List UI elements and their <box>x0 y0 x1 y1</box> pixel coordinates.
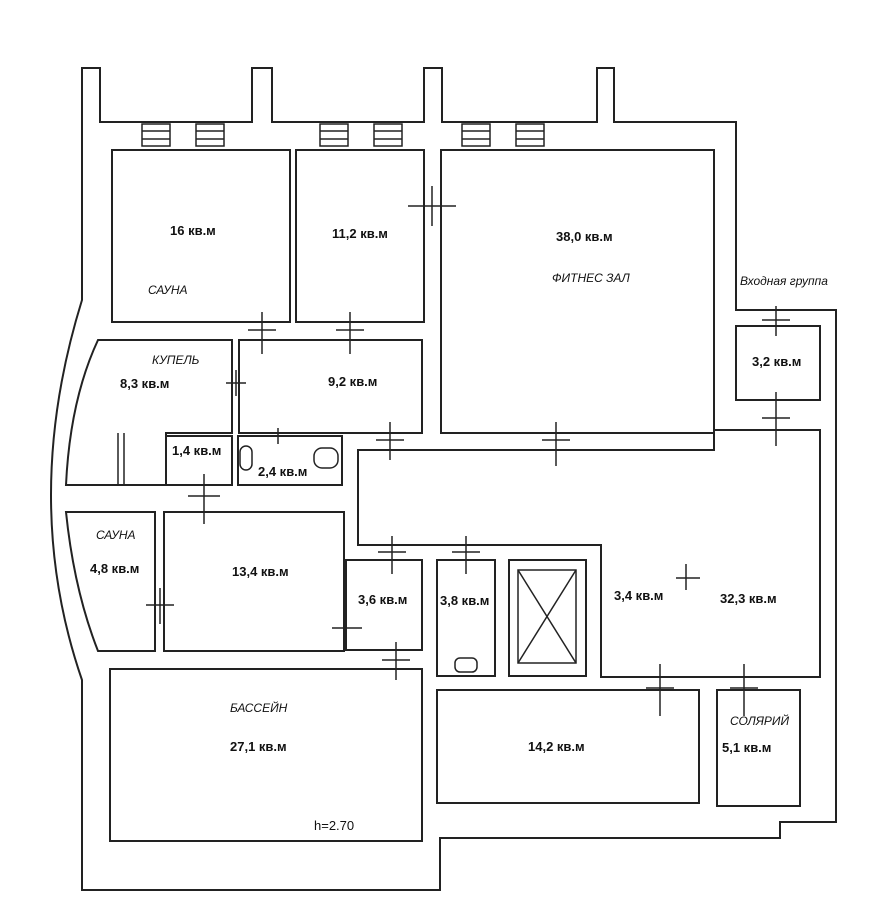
room-3-6 <box>345 559 423 651</box>
area-label: 3,2 кв.м <box>752 354 801 369</box>
area-label: 1,4 кв.м <box>172 443 221 458</box>
area-label: 9,2 кв.м <box>328 374 377 389</box>
room-13-4 <box>163 511 345 652</box>
room-entrance <box>735 325 821 401</box>
area-label: 11,2 кв.м <box>332 226 388 241</box>
room-names: САУНА ФИТНЕС ЗАЛ Входная группа КУПЕЛЬ С… <box>96 271 828 728</box>
area-label: 16 кв.м <box>170 223 216 238</box>
room-3-8 <box>436 559 496 677</box>
room-sauna-4-8 <box>64 511 156 652</box>
ceiling-height-note: h=2.70 <box>314 818 354 833</box>
rooms <box>64 149 821 842</box>
area-label: 3,6 кв.м <box>358 592 407 607</box>
area-label: 14,2 кв.м <box>528 739 585 754</box>
area-label: 2,4 кв.м <box>258 464 307 479</box>
room-name: Входная группа <box>740 274 828 288</box>
area-label: 13,4 кв.м <box>232 564 289 579</box>
area-label: 3,4 кв.м <box>614 588 663 603</box>
room-name: СОЛЯРИЙ <box>730 712 789 728</box>
area-label: 27,1 кв.м <box>230 739 287 754</box>
room-sauna-16 <box>111 149 291 323</box>
room-9-2 <box>238 339 423 434</box>
windows <box>141 123 545 147</box>
room-solarium <box>716 689 801 807</box>
area-label: 32,3 кв.м <box>720 591 777 606</box>
room-2-4 <box>237 435 343 486</box>
room-name: БАССЕЙН <box>230 699 288 715</box>
room-name: КУПЕЛЬ <box>152 353 200 367</box>
area-label: 3,8 кв.м <box>440 593 489 608</box>
area-label: 8,3 кв.м <box>120 376 169 391</box>
room-14-2 <box>436 689 700 804</box>
room-name: САУНА <box>148 283 188 297</box>
room-name: САУНА <box>96 528 136 542</box>
room-fitness <box>440 149 715 434</box>
room-32-3 <box>357 429 821 678</box>
room-name: ФИТНЕС ЗАЛ <box>552 271 630 285</box>
room-1-4 <box>165 435 233 486</box>
door-markers <box>146 186 790 716</box>
area-label: 4,8 кв.м <box>90 561 139 576</box>
toilet-icon <box>239 445 478 673</box>
area-label: 5,1 кв.м <box>722 740 771 755</box>
area-label: 38,0 кв.м <box>556 229 613 244</box>
area-labels: 16 кв.м 11,2 кв.м 38,0 кв.м 3,2 кв.м 8,3… <box>90 223 801 755</box>
room-11-2 <box>295 149 425 323</box>
room-pool <box>109 668 423 842</box>
